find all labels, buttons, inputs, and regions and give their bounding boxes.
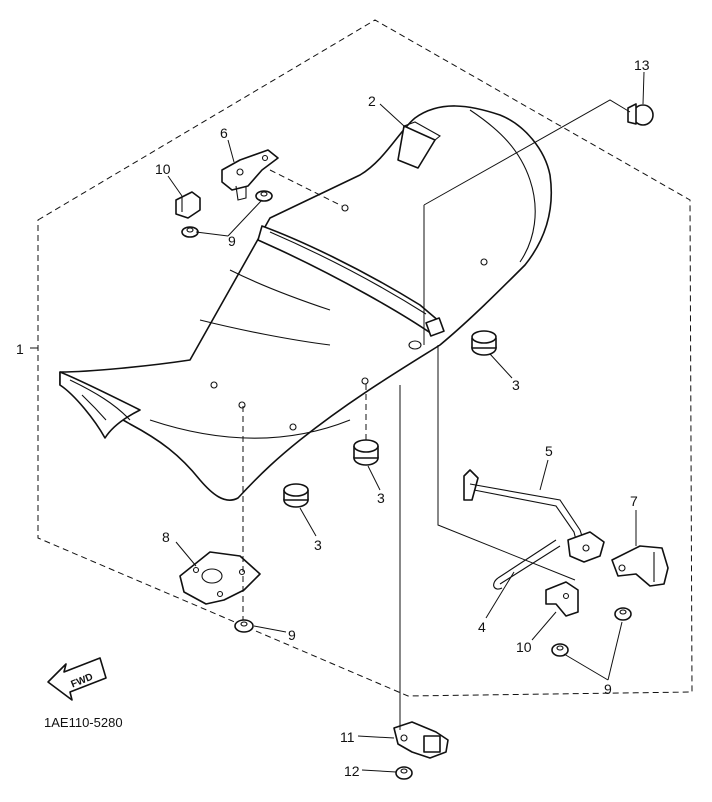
- label-part-4: 4: [478, 619, 486, 635]
- label-part-11: 11: [340, 729, 355, 745]
- label-part-9-upper: 9: [228, 233, 236, 249]
- part-9-grommet-lower-right-a: [614, 607, 632, 621]
- label-part-13: 13: [634, 57, 650, 73]
- part-3-damper-middle: [353, 439, 379, 466]
- label-part-3-middle: 3: [377, 490, 385, 506]
- part-9-grommet-lower-right-b: [551, 643, 569, 657]
- part-2-strap: [397, 121, 441, 169]
- part-7-bracket: [611, 545, 669, 587]
- part-4-hook: [493, 539, 561, 590]
- part-10-bracket-upper: [175, 191, 201, 219]
- label-part-10-lower: 10: [516, 639, 532, 655]
- part-9-grommet-upper-a: [255, 190, 273, 202]
- part-5-hinge: [567, 531, 605, 563]
- part-3-damper-left: [283, 483, 309, 508]
- seat: [59, 105, 553, 501]
- label-part-8: 8: [162, 529, 170, 545]
- part-9-grommet-upper-b: [181, 226, 199, 238]
- label-part-6: 6: [220, 125, 228, 141]
- part-10-bracket-lower: [545, 581, 579, 617]
- label-part-12: 12: [344, 763, 360, 779]
- label-part-3-left: 3: [314, 537, 322, 553]
- part-3-damper-right: [471, 330, 497, 356]
- part-13-nut: [627, 103, 654, 126]
- guide-line-5: [437, 345, 576, 581]
- part-9-grommet-lower-left: [234, 619, 254, 633]
- label-part-10-upper: 10: [155, 161, 171, 177]
- forward-arrow-icon: FWD: [47, 657, 107, 701]
- part-8-plate: [179, 551, 261, 605]
- part-6-bracket: [221, 149, 279, 201]
- label-part-5: 5: [545, 443, 553, 459]
- label-part-9-lower-right: 9: [604, 681, 612, 697]
- part-5-rod: [463, 469, 586, 549]
- diagram-code: 1AE110-5280: [44, 715, 123, 730]
- label-part-2: 2: [368, 93, 376, 109]
- part-11-latch: [393, 721, 449, 759]
- label-part-9-lower-left: 9: [288, 627, 296, 643]
- label-part-3-right: 3: [512, 377, 520, 393]
- part-12-nut: [395, 766, 413, 780]
- label-part-1: 1: [16, 341, 24, 357]
- assembly-boundary: [37, 19, 693, 697]
- guide-line-6: [269, 169, 343, 207]
- label-part-7: 7: [630, 493, 638, 509]
- guide-line-13: [423, 99, 631, 206]
